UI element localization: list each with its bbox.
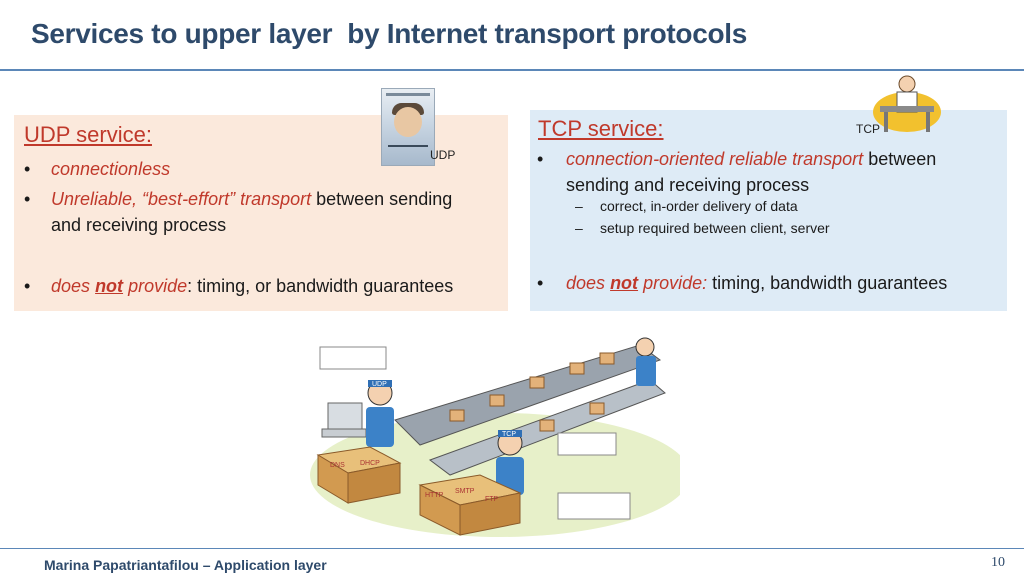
package-box	[599, 352, 615, 365]
page-number: 10	[991, 555, 1005, 570]
package-box	[489, 394, 505, 407]
tcp-service-box	[530, 110, 1007, 311]
tcp-image-head	[898, 75, 916, 93]
bullet-dot: •	[24, 276, 31, 296]
box-label-http: HTTP	[425, 492, 444, 499]
udp-b3-rest: : timing, or bandwidth guarantees	[187, 276, 454, 296]
package-box	[449, 409, 465, 422]
package-box	[529, 376, 545, 389]
poster-caption-band	[388, 145, 428, 147]
slide-title: Services to upper layer by Internet tran…	[31, 18, 748, 49]
end-worker-body	[636, 356, 656, 386]
udp-note-card	[319, 346, 387, 370]
udp-b2-rest: between sending	[316, 189, 453, 209]
tcp-not: not	[610, 273, 639, 293]
tcp-sub-1: correct, in-order delivery of data	[600, 198, 798, 214]
tcp-bullet-2: • does not provide: timing, bandwidth gu…	[537, 270, 1002, 296]
udp-not: not	[95, 276, 124, 296]
udp-worker-body	[366, 407, 394, 447]
tcp-image-desk	[880, 106, 934, 112]
tcp-connection-oriented: connection-oriented reliable transport	[566, 149, 864, 169]
udp-cap-label: UDP	[372, 381, 387, 388]
udp-bullet-1: • connectionless	[24, 156, 504, 182]
footer-author: Marina Papatriantafilou – Application la…	[44, 557, 327, 573]
udp-bullet-2: • Unreliable, “best-effort” transport be…	[24, 186, 504, 238]
tcp-sub-2: setup required between client, server	[600, 220, 830, 236]
udp-bullet-3: • does not provide: timing, or bandwidth…	[24, 273, 504, 299]
box-label-dhcp: DHCP	[360, 460, 380, 467]
tcp-image-label: TCP	[856, 122, 880, 136]
bullet-dot: •	[24, 189, 31, 209]
end-worker-head	[635, 337, 655, 357]
package-box	[569, 362, 585, 375]
tcp-b1-line2: sending and receiving process	[566, 175, 810, 195]
tcp-provide: provide:	[643, 273, 708, 293]
box-label-dns: DNS	[330, 462, 345, 469]
tcp-sub-dash-2: –	[575, 220, 583, 236]
udp-provide: provide	[128, 276, 188, 296]
tcp-note-card	[557, 492, 631, 520]
udp-worker-cap	[368, 380, 392, 387]
udp-unreliable: Unreliable, “best-effort” transport	[51, 189, 312, 209]
footer-divider	[0, 548, 1024, 549]
udp-heading: UDP service:	[24, 122, 152, 147]
udp-does: does	[51, 276, 91, 296]
bullet-dot: •	[537, 273, 544, 293]
tcp-cap-label: TCP	[502, 431, 516, 438]
box-label-ftp: FTP	[485, 496, 499, 503]
poster-title-band	[386, 93, 430, 96]
tcp-image-leg-left	[884, 112, 888, 132]
tcp-crate-front	[459, 492, 521, 536]
title-divider	[0, 69, 1024, 71]
udp-image-label: UDP	[430, 148, 456, 162]
tcp-b2-rest: timing, bandwidth guarantees	[712, 273, 948, 293]
computer-monitor	[327, 402, 363, 430]
tcp-b1-rest: between	[868, 149, 937, 169]
computer-base	[321, 428, 367, 438]
tcp-image-leg-right	[926, 112, 930, 132]
tcp-butler-image	[873, 75, 941, 132]
poster-face	[394, 107, 422, 137]
udp-crate-front	[347, 462, 401, 504]
tcp-heading: TCP service:	[538, 116, 664, 141]
package-box	[539, 419, 555, 432]
tcp-does: does	[566, 273, 606, 293]
conveyor-illustration: UDP DNS DHCP TCP HTTP SMTP FTP	[310, 337, 680, 537]
tcp-worker-cap	[498, 430, 522, 437]
tcp-sub-dash-1: –	[575, 198, 583, 214]
tcp-bullet-1: • connection-oriented reliable transport…	[537, 146, 1002, 198]
movie-poster-image	[381, 88, 435, 166]
box-label-smtp: SMTP	[455, 488, 475, 495]
bullet-dot: •	[24, 159, 31, 179]
speech-note-card	[557, 432, 617, 456]
package-box	[589, 402, 605, 415]
bullet-dot: •	[537, 149, 544, 169]
udp-connectionless: connectionless	[51, 159, 171, 179]
udp-b2-line2: and receiving process	[51, 215, 227, 235]
